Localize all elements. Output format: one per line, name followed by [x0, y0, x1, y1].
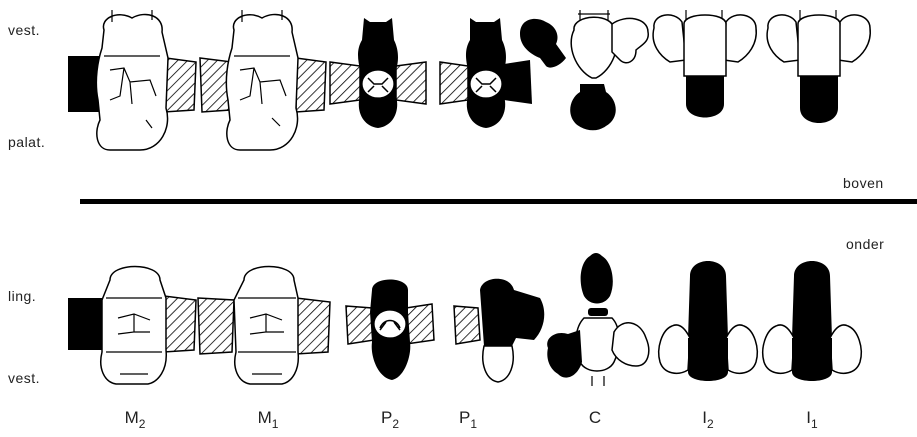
lower-m2-group	[68, 267, 196, 385]
lower-m1-hatched-right	[296, 298, 330, 354]
lower-p2-hatched-left	[346, 306, 374, 344]
lower-m1-group	[198, 267, 330, 385]
lower-i1-black-crown	[792, 338, 832, 381]
upper-canine-group	[520, 10, 648, 130]
upper-p1-group	[440, 18, 532, 128]
tooth-label-c-letter: C	[589, 408, 601, 427]
tooth-label-c: C	[575, 408, 615, 431]
upper-i2-right-lobe	[724, 15, 756, 62]
lower-m2-black-contact	[68, 298, 104, 350]
lower-m1-hatched-left	[198, 298, 234, 354]
upper-m1-group	[200, 10, 326, 150]
upper-i1-right-lobe	[838, 15, 870, 62]
tooth-label-i2: I2	[688, 408, 728, 431]
lower-canine-right-lobe	[612, 323, 649, 366]
lower-i2-right-lobe	[726, 325, 757, 373]
tooth-label-p2: P2	[370, 408, 410, 431]
lower-i1-group	[763, 261, 862, 381]
lower-canine-roots	[592, 376, 604, 386]
lower-p2-occlusal	[374, 310, 406, 338]
lower-p2-group	[346, 280, 434, 381]
upper-m2-hatched-contact	[164, 58, 196, 112]
lower-canine-black-link	[588, 308, 608, 316]
upper-i1-left-lobe	[767, 15, 800, 62]
upper-i2-group	[653, 10, 756, 118]
lower-i2-black-crown	[688, 338, 728, 381]
lower-i2-group	[659, 261, 758, 381]
upper-canine-right-lobe	[612, 18, 648, 62]
tooth-label-i1: I1	[792, 408, 832, 431]
upper-m2-group	[68, 10, 196, 150]
lower-i1-black-root	[792, 261, 832, 338]
tooth-label-m2: M2	[115, 408, 155, 431]
tooth-label-p1-letter: P	[459, 408, 470, 427]
upper-i2-black-root	[686, 76, 724, 118]
upper-p1-hatched-left	[440, 62, 468, 104]
upper-i2-left-lobe	[653, 15, 686, 62]
lower-i1-right-lobe	[830, 325, 861, 373]
lower-i2-black-root	[688, 261, 728, 338]
upper-canine-tooth	[571, 17, 617, 78]
tooth-label-i2-sub: 2	[707, 417, 714, 431]
tooth-label-m1-sub: 1	[272, 417, 279, 431]
tooth-label-p2-letter: P	[381, 408, 392, 427]
lower-i1-left-lobe	[763, 325, 794, 373]
lower-i2-left-lobe	[659, 325, 690, 373]
tooth-label-i1-sub: 1	[811, 417, 818, 431]
tooth-label-m1: M1	[248, 408, 288, 431]
upper-p2-hatched-left	[330, 62, 360, 104]
upper-i1-black-root	[800, 76, 838, 123]
upper-m1-hatched-right	[296, 58, 326, 112]
lower-canine-group	[547, 253, 649, 386]
lower-p1-group	[454, 279, 544, 382]
upper-p2-group	[330, 18, 426, 128]
lower-canine-black-left	[547, 330, 582, 378]
lower-p1-hatched-left	[454, 306, 480, 344]
upper-i2-tooth	[684, 15, 726, 76]
tooth-label-p1-sub: 1	[470, 417, 477, 431]
upper-canine-black-left	[520, 19, 566, 68]
tooth-label-m2-letter: M	[125, 408, 139, 427]
upper-p2-hatched-right	[396, 62, 426, 104]
tooth-label-m1-letter: M	[258, 408, 272, 427]
tooth-label-m2-sub: 2	[139, 417, 146, 431]
upper-i1-group	[767, 10, 870, 123]
lower-p1-black-tooth	[480, 279, 544, 346]
upper-p1-black-contact	[504, 60, 532, 104]
upper-canine-black-bottom	[570, 84, 616, 130]
upper-i1-tooth	[798, 15, 840, 76]
tooth-label-p2-sub: 2	[392, 417, 399, 431]
lower-p2-hatched-right	[406, 304, 434, 344]
lower-m2-hatched-contact	[164, 296, 196, 352]
lower-p1-vestibular-crown	[483, 346, 513, 382]
tooth-label-p1: P1	[448, 408, 488, 431]
lower-canine-black-top	[581, 253, 613, 304]
